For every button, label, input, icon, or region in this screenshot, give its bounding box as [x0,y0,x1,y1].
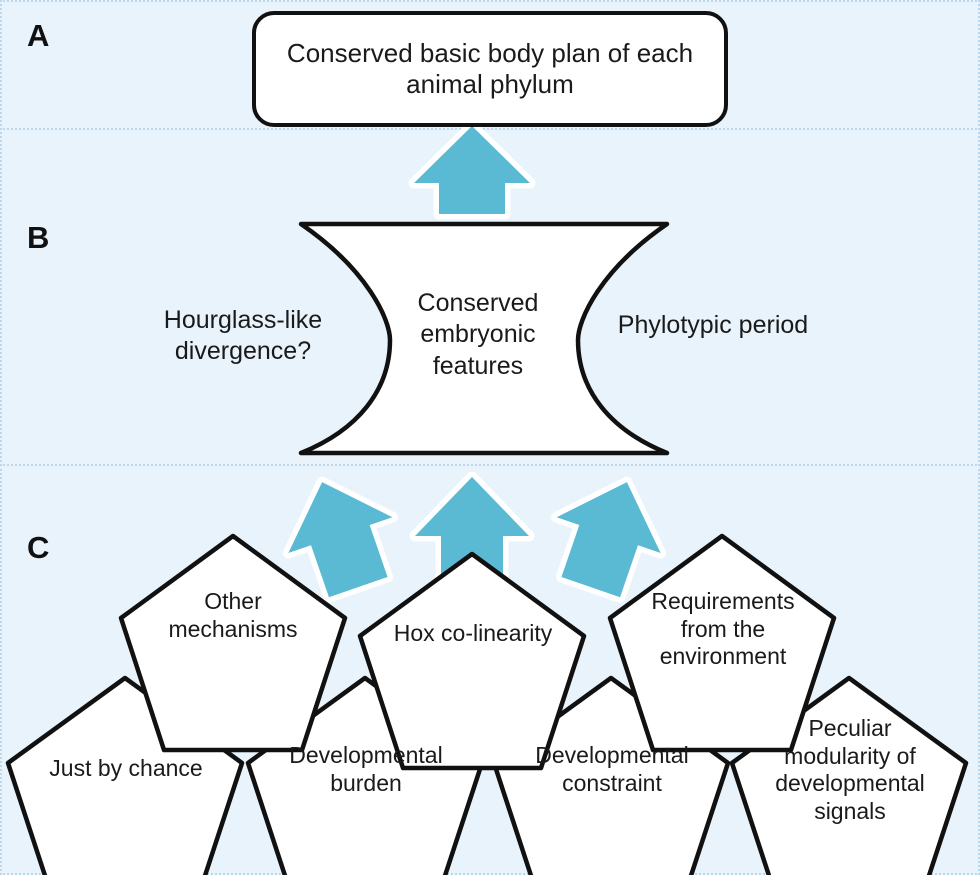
panel-letter-c: C [27,530,50,565]
hourglass-left-label: Hourglass-like divergence? [163,306,323,366]
pentagon-label-just-by-chance: Just by chance [49,755,203,781]
hourglass-center-label: Conserved embryonic features [417,289,539,380]
pentagon-label-developmental-constraint: Developmental constraint [535,742,689,796]
pentagon-label-requirements-environment: Requirements from the environment [651,588,795,670]
pentagon-label-hox-colinearity: Hox co-linearity [393,620,553,646]
conserved-body-plan-box: Conserved basic body plan of each animal… [252,11,728,127]
panel-letter-a: A [27,18,50,53]
pentagon-label-peculiar-modularity: Peculiar modularity of developmental sig… [775,715,925,824]
pentagon-label-developmental-burden: Developmental burden [289,742,443,796]
panel-letter-b: B [27,220,50,255]
hourglass-right-label: Phylotypic period [617,311,809,339]
conserved-body-plan-label: Conserved basic body plan of each animal… [286,38,694,99]
pentagon-label-other-mechanisms: Other mechanisms [168,588,298,642]
